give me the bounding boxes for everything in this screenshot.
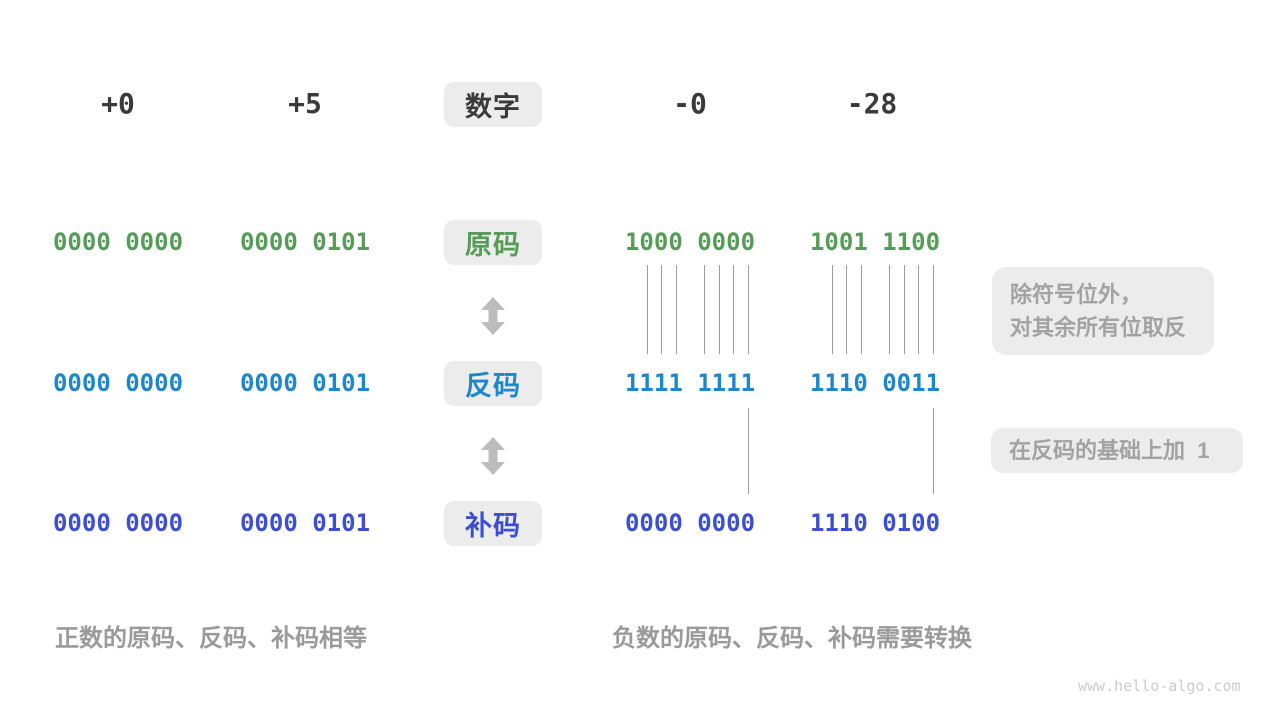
ones-complement-neg-28: 1110 0011 [809,369,941,397]
ones-complement-pos-five: 0000 0101 [239,369,371,397]
bit-flip-line [661,265,662,354]
add-one-line [933,408,934,494]
watermark-url: www.hello-algo.com [1078,677,1241,695]
ones-complement-label: 反码 [465,371,521,401]
bit-flip-line [933,265,934,354]
add-one-line [748,408,749,494]
twos-complement-neg-zero: 0000 0000 [624,509,756,537]
sign-magnitude-neg-28: 1001 1100 [809,228,941,256]
positive-caption: 正数的原码、反码、补码相等 [55,625,367,652]
sign-magnitude-label-box: 原码 [444,220,542,265]
sign-magnitude-pos-five: 0000 0101 [239,228,371,256]
bit-flip-line [748,265,749,354]
header-value-neg-28: -28 [846,87,898,120]
bit-flip-line [889,265,890,354]
sign-magnitude-label: 原码 [465,230,521,260]
up-down-arrow-icon [481,437,505,475]
bit-flip-line [733,265,734,354]
flip-bits-note-line1: 除符号位外， [1010,282,1143,307]
twos-complement-label-box: 补码 [444,501,542,546]
up-down-arrow-icon [481,297,505,335]
add-one-note: 在反码的基础上加 1 [1009,438,1210,463]
bit-flip-line [832,265,833,354]
header-label: 数字 [465,92,521,122]
header-label-box: 数字 [444,82,542,127]
ones-complement-neg-zero: 1111 1111 [624,369,756,397]
add-one-note-box: 在反码的基础上加 1 [991,428,1243,473]
sign-magnitude-neg-zero: 1000 0000 [624,228,756,256]
header-value-pos-zero: +0 [101,87,135,120]
negative-caption: 负数的原码、反码、补码需要转换 [612,625,972,652]
bit-flip-line [846,265,847,354]
bit-flip-line [719,265,720,354]
header-value-pos-five: +5 [288,87,322,120]
ones-complement-label-box: 反码 [444,361,542,406]
sign-magnitude-pos-zero: 0000 0000 [52,228,184,256]
twos-complement-neg-28: 1110 0100 [809,509,941,537]
flip-bits-note-line2: 对其余所有位取反 [1010,315,1187,340]
flip-bits-note-box: 除符号位外， 对其余所有位取反 [992,267,1214,355]
bit-flip-line [676,265,677,354]
bit-flip-line [918,265,919,354]
bit-flip-line [904,265,905,354]
header-value-neg-zero: -0 [673,87,707,120]
bit-flip-line [861,265,862,354]
bit-flip-line [647,265,648,354]
ones-complement-pos-zero: 0000 0000 [52,369,184,397]
twos-complement-pos-five: 0000 0101 [239,509,371,537]
twos-complement-pos-zero: 0000 0000 [52,509,184,537]
bit-flip-line [704,265,705,354]
twos-complement-label: 补码 [465,511,521,541]
